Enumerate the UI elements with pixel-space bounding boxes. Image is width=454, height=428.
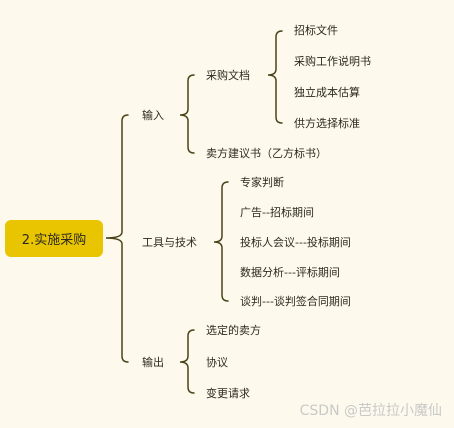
brace-output [179,329,195,394]
watermark: CSDN @芭拉拉小魔仙 [299,403,442,419]
node-agreements[interactable]: 协议 [206,356,228,369]
node-bidder-conference[interactable]: 投标人会议---投标期间 [240,236,351,249]
brace-root [105,114,129,363]
brace-tools [213,181,229,302]
brace-input [179,74,195,154]
node-change-requests[interactable]: 变更请求 [206,387,250,400]
node-expert-judgment[interactable]: 专家判断 [240,176,284,189]
node-bid-documents[interactable]: 招标文件 [294,24,338,37]
node-advertising[interactable]: 广告--招标期间 [240,206,314,219]
node-independent-cost-estimate[interactable]: 独立成本估算 [294,86,360,99]
branch-input[interactable]: 输入 [142,109,164,122]
node-selected-sellers[interactable]: 选定的卖方 [206,324,261,337]
node-statement-of-work[interactable]: 采购工作说明书 [294,55,371,68]
branch-output[interactable]: 输出 [142,356,164,369]
node-negotiation[interactable]: 谈判---谈判签合同期间 [240,295,351,308]
brace-procurement-docs [267,30,283,124]
branch-tools[interactable]: 工具与技术 [142,236,197,249]
node-source-selection-criteria[interactable]: 供方选择标准 [294,117,360,130]
node-procurement-docs[interactable]: 采购文档 [206,69,250,82]
root-node[interactable]: 2.实施采购 [5,220,103,257]
node-seller-proposal[interactable]: 卖方建议书（乙方标书） [206,147,327,160]
node-data-analysis[interactable]: 数据分析---评标期间 [240,266,340,279]
